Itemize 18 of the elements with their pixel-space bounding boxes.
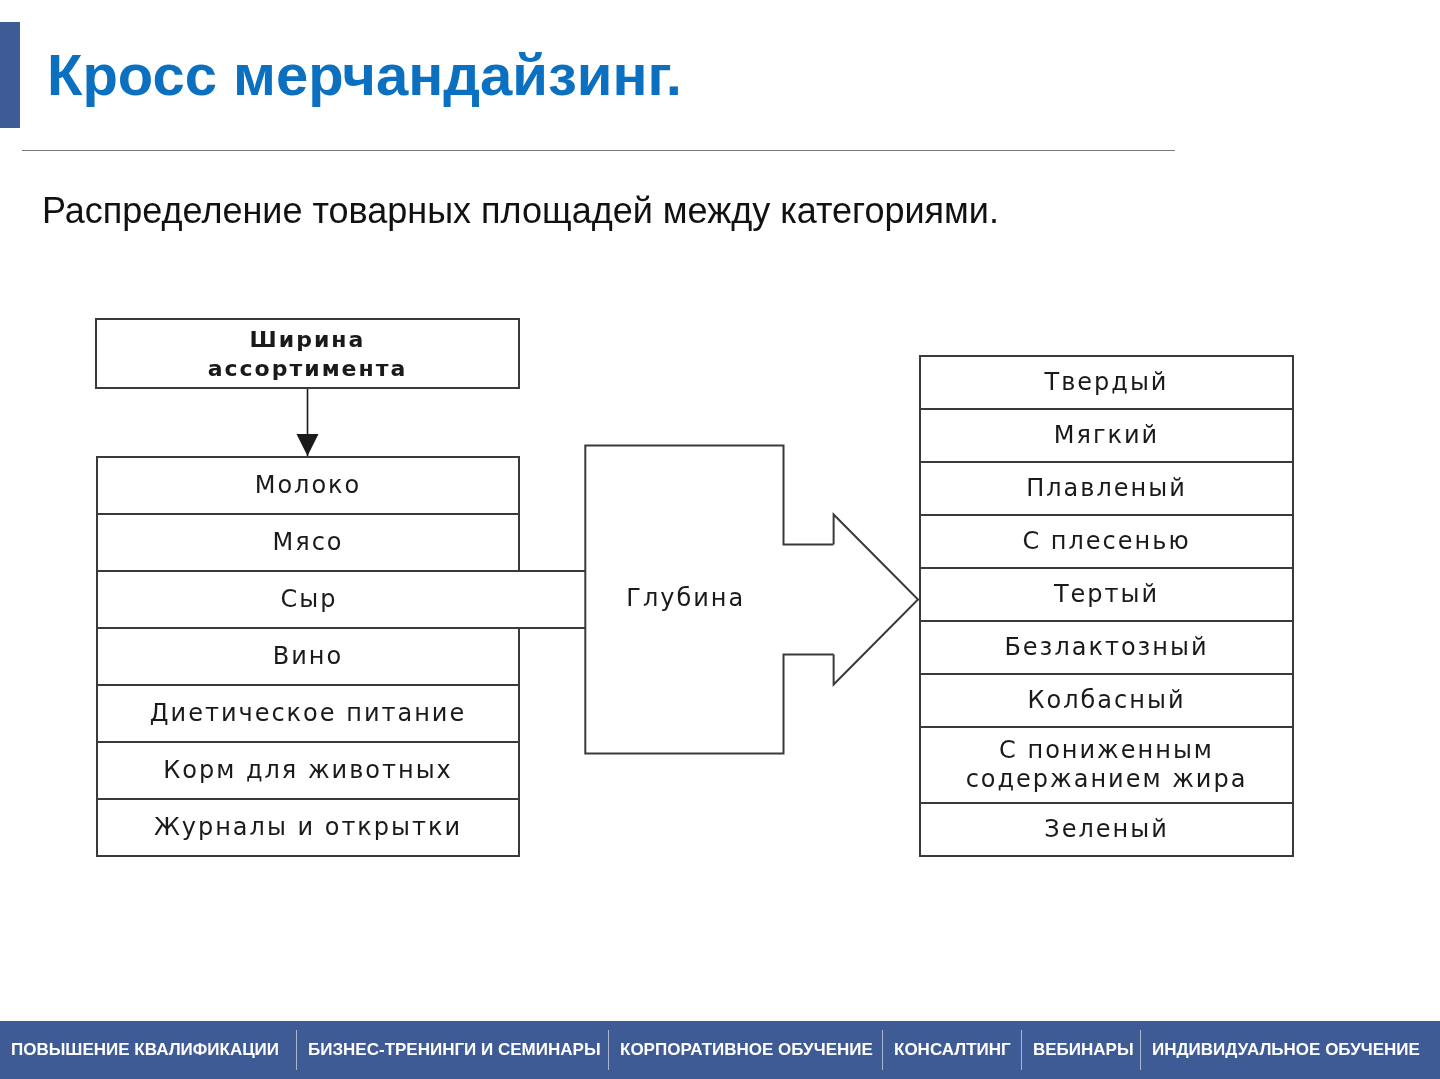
footer-text: БИЗНЕС-ТРЕНИНГИ И СЕМИНАРЫ — [308, 1039, 601, 1061]
list-row: Корм для животных — [98, 741, 520, 798]
footer-text: ИНДИВИДУАЛЬНОЕ ОБУЧЕНИЕ — [1152, 1039, 1420, 1061]
edge-label: Глубина — [626, 583, 746, 613]
footer-text: КОНСАЛТИНГ — [894, 1039, 1011, 1061]
footer-text: ПОВЫШЕНИЕ КВАЛИФИКАЦИИ — [11, 1039, 279, 1061]
arrow — [296, 388, 319, 457]
heading-box: Ширина ассортимента — [95, 318, 520, 389]
footer-text: КОРПОРАТИВНОЕ ОБУЧЕНИЕ — [620, 1039, 873, 1061]
footer-text: ВЕБИНАРЫ — [1033, 1039, 1134, 1061]
subtitle-text: Распределение товарных площадей между категориями. — [42, 189, 999, 233]
slide-title: Кросс мерчандайзинг. — [47, 41, 682, 109]
list-frame — [96, 456, 520, 857]
list-row: Мясо — [98, 513, 520, 570]
list-row: Журналы и открытки — [98, 798, 520, 855]
list-row: Вино — [98, 627, 520, 684]
list-row: Диетическое питание — [98, 684, 520, 741]
list-frame — [919, 355, 1294, 857]
